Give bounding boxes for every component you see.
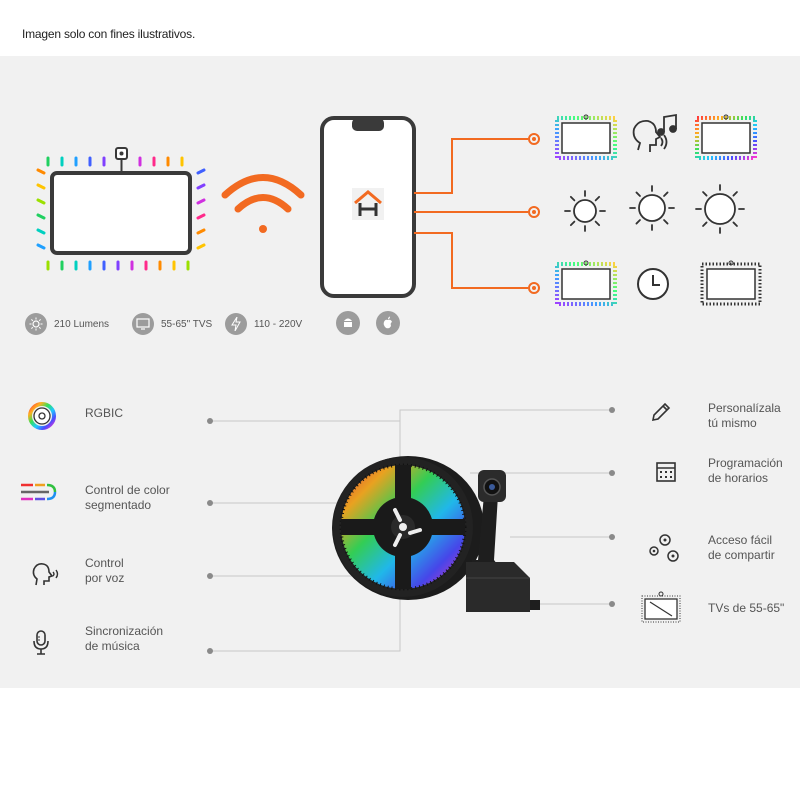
- disclaimer-caption: Imagen solo con fines ilustrativos.: [22, 27, 196, 41]
- feature-rgbic-label: RGBIC: [85, 406, 124, 420]
- feature-music-sync-line2: de música: [85, 639, 140, 653]
- sun-icon: [695, 184, 745, 234]
- feature-voice-line2: por voz: [85, 571, 125, 585]
- mode-tv-green-2: [555, 260, 617, 306]
- led-dot: [196, 183, 206, 190]
- feature-share: Acceso fácil de compartir: [708, 533, 775, 563]
- feature-share-line2: de compartir: [708, 548, 775, 562]
- sun-icon: [629, 185, 675, 231]
- feature-segmented: Control de color segmentado: [85, 483, 170, 513]
- pencil-icon: [650, 400, 672, 424]
- mode-tv-white: [700, 260, 762, 306]
- feature-segmented-line2: segmentado: [85, 498, 152, 512]
- feature-customize-line2: tú mismo: [708, 416, 757, 430]
- connector-lines: [414, 138, 528, 289]
- smartphone-illustration: [320, 116, 416, 298]
- feature-tv-size-label: TVs de 55-65": [708, 601, 785, 615]
- spec-voltage-label: 110 - 220V: [254, 318, 303, 330]
- lightning-icon: [225, 313, 247, 335]
- led-dot: [36, 228, 46, 235]
- feature-voice-line1: Control: [85, 556, 124, 570]
- spec-brightness: 210 Lumens: [25, 313, 109, 335]
- feature-rgbic: RGBIC: [85, 406, 123, 421]
- led-dot: [196, 198, 206, 205]
- feature-music-sync-line1: Sincronización: [85, 624, 164, 638]
- feature-customize-line1: Personalízala: [708, 401, 781, 415]
- feature-schedule-line2: de horarios: [708, 471, 769, 485]
- rgbic-icon: [26, 400, 58, 432]
- feature-voice: Control por voz: [85, 556, 124, 586]
- mode-grid: [555, 113, 762, 306]
- voice-control-icon: [30, 560, 62, 588]
- led-dot: [36, 243, 46, 250]
- share-icon: [646, 532, 682, 564]
- mode-tv-green: [555, 114, 617, 160]
- segmented-color-icon: [18, 480, 60, 504]
- led-dot: [36, 183, 46, 190]
- led-dot: [196, 228, 206, 235]
- feature-tv-size: TVs de 55-65": [708, 601, 784, 616]
- camera-bracket: [466, 470, 540, 612]
- led-strip-reel: [332, 456, 484, 600]
- apple-icon: [376, 311, 400, 335]
- sun-icon: [564, 190, 606, 232]
- wifi-icon: [221, 174, 305, 233]
- feature-share-line1: Acceso fácil: [708, 533, 773, 547]
- feature-customize: Personalízala tú mismo: [708, 401, 781, 431]
- feature-schedule-line1: Programación: [708, 456, 783, 470]
- tv-backlight-illustration: [36, 147, 206, 271]
- feature-schedule: Programación de horarios: [708, 456, 783, 486]
- microphone-icon: [31, 628, 51, 656]
- clock-icon: [637, 268, 669, 300]
- spec-tv-size-label: 55-65" TVS: [161, 318, 213, 330]
- feature-music-sync: Sincronización de música: [85, 624, 163, 654]
- tv-icon: [132, 313, 154, 335]
- brightness-icon: [25, 313, 47, 335]
- led-dot: [36, 168, 46, 175]
- spec-tv-size: 55-65" TVS: [132, 313, 212, 335]
- android-icon: [336, 311, 360, 335]
- led-dot: [196, 213, 206, 220]
- spec-brightness-label: 210 Lumens: [54, 318, 110, 330]
- led-dot: [196, 168, 206, 175]
- led-dot: [36, 213, 46, 220]
- spec-voltage: 110 - 220V: [225, 313, 302, 335]
- led-dot: [196, 243, 206, 250]
- calendar-icon: [654, 460, 678, 484]
- feature-segmented-line1: Control de color: [85, 483, 170, 497]
- led-dot: [36, 198, 46, 205]
- voice-music-icon: [632, 113, 677, 152]
- tv-size-icon: [640, 590, 682, 624]
- mode-tv-rainbow: [695, 114, 757, 160]
